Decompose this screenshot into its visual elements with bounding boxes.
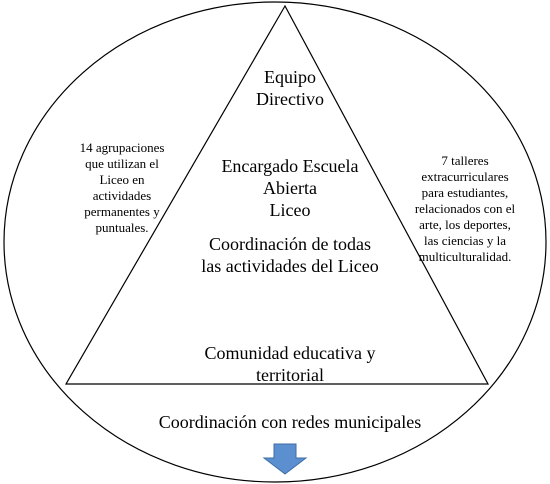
outer-ellipse — [3, 1, 547, 483]
redes-municipales-label: Coordinación con redes municipales — [158, 412, 422, 432]
pyramid-triangle — [64, 4, 490, 385]
agrupaciones-label: 14 agrupaciones que utilizan el Liceo en… — [79, 140, 165, 235]
encargado-label: Encargado Escuela Abierta Liceo — [221, 156, 359, 220]
comunidad-label: Comunidad educativa y territorial — [204, 343, 376, 385]
coordinacion-liceo-label: Coordinación de todas las actividades de… — [201, 234, 379, 276]
down-arrow-icon — [262, 443, 308, 475]
equipo-directivo-label: Equipo Directivo — [256, 67, 324, 109]
talleres-label: 7 talleres extracurriculares para estudi… — [414, 153, 516, 264]
